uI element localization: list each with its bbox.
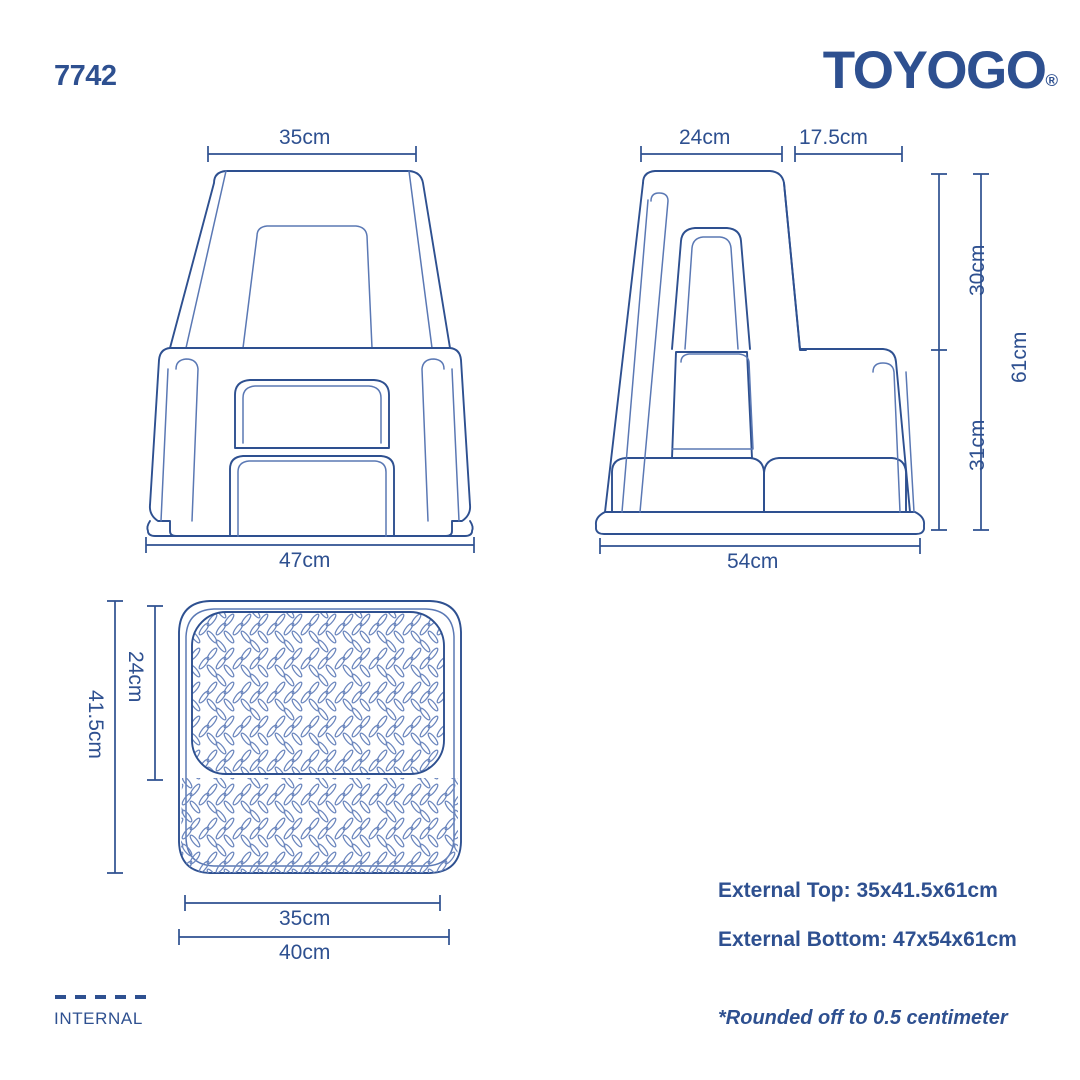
- spec-external-top: External Top: 35x41.5x61cm: [718, 879, 998, 902]
- brand-logo: TOYOGO®: [823, 44, 1058, 97]
- product-sku: 7742: [54, 60, 117, 92]
- dim-side-bottom-depth: 54cm: [727, 550, 779, 573]
- dim-top-total-width: 40cm: [279, 941, 331, 964]
- dim-front-bottom-width: 47cm: [279, 549, 331, 572]
- registered-trademark-icon: ®: [1045, 71, 1058, 90]
- dim-top-upper-width: 35cm: [279, 907, 331, 930]
- internal-legend-label: INTERNAL: [54, 1009, 143, 1028]
- brand-name: TOYOGO: [822, 41, 1047, 100]
- rounding-note: *Rounded off to 0.5 centimeter: [718, 1007, 1008, 1029]
- dim-side-top-depth: 24cm: [679, 126, 731, 149]
- spec-external-bottom: External Bottom: 47x54x61cm: [718, 928, 1017, 951]
- dim-side-step-depth: 17.5cm: [799, 126, 868, 149]
- dim-front-top-width: 35cm: [279, 126, 331, 149]
